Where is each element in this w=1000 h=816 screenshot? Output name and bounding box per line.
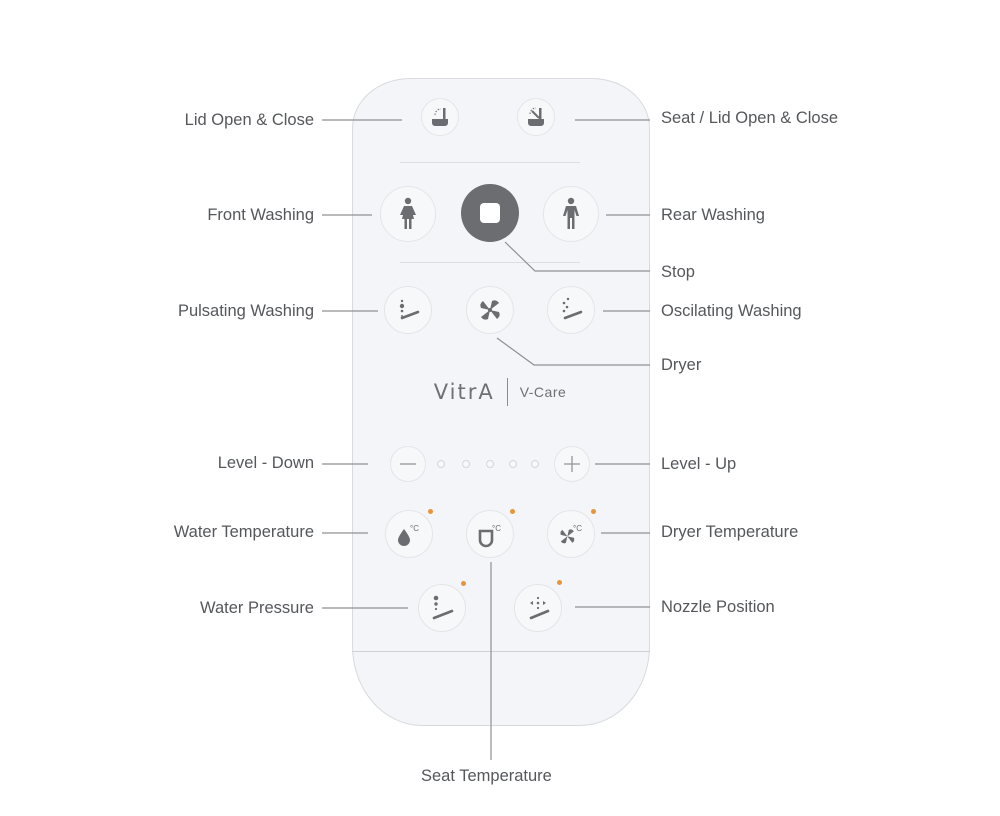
stop-button[interactable] — [461, 184, 519, 242]
callout-seat-temperature: Seat Temperature — [421, 767, 552, 785]
svg-text:°C: °C — [410, 524, 419, 533]
level-indicator-1 — [437, 460, 445, 468]
dryer-temperature-indicator-dot — [591, 509, 596, 514]
divider-top — [400, 162, 580, 163]
female-figure-icon — [400, 197, 416, 229]
nozzle-position-indicator-dot — [557, 580, 562, 585]
fan-icon — [480, 300, 500, 320]
level-down-button[interactable] — [390, 446, 426, 482]
callout-level-down: Level - Down — [217, 454, 314, 472]
model-name: V-Care — [519, 384, 567, 400]
pulsating-washing-button[interactable] — [384, 286, 432, 334]
callout-seat-lid-open-close: Seat / Lid Open & Close — [661, 109, 839, 127]
callout-dryer: Dryer — [661, 356, 702, 374]
callout-lid-open-close: Lid Open & Close — [184, 111, 314, 129]
brand-logo: VitrA — [433, 380, 495, 404]
oscillating-washing-button[interactable] — [547, 286, 595, 334]
callout-oscilating-washing: Oscilating Washing — [661, 302, 802, 320]
level-up-button[interactable] — [554, 446, 590, 482]
callout-dryer-temperature: Dryer Temperature — [661, 523, 799, 541]
plus-icon — [564, 456, 580, 472]
water-pressure-button[interactable] — [418, 584, 466, 632]
nozzle-position-icon — [529, 596, 550, 620]
level-indicator-4 — [509, 460, 517, 468]
minus-icon — [400, 463, 416, 465]
seat-temperature-button[interactable]: °C — [466, 510, 514, 558]
callout-level-up: Level - Up — [661, 455, 737, 473]
rear-washing-button[interactable] — [543, 186, 599, 242]
callout-pulsating-washing: Pulsating Washing — [177, 302, 314, 320]
level-indicator-5 — [531, 460, 539, 468]
pulsating-spray-icon — [399, 299, 420, 320]
callout-front-washing: Front Washing — [207, 206, 314, 224]
front-washing-button[interactable] — [380, 186, 436, 242]
svg-text:°C: °C — [492, 524, 501, 533]
oscillating-spray-icon — [562, 297, 583, 320]
water-pressure-indicator-dot — [461, 581, 466, 586]
fan-temperature-icon: °C — [560, 524, 582, 544]
lid-open-close-button[interactable] — [421, 98, 459, 136]
svg-text:°C: °C — [573, 524, 582, 533]
seat-temperature-indicator-dot — [510, 509, 515, 514]
lid-icon — [432, 108, 448, 126]
stop-icon — [480, 203, 500, 223]
water-pressure-icon — [432, 595, 454, 620]
callout-rear-washing: Rear Washing — [661, 206, 765, 224]
callout-stop: Stop — [661, 263, 695, 281]
seat-temperature-icon: °C — [478, 524, 501, 548]
water-drop-temperature-icon: °C — [398, 524, 419, 546]
nozzle-position-button[interactable] — [514, 584, 562, 632]
seat-lid-icon — [528, 107, 544, 126]
callout-water-pressure: Water Pressure — [199, 599, 314, 617]
water-temperature-button[interactable]: °C — [385, 510, 433, 558]
seat-lid-open-close-button[interactable] — [517, 98, 555, 136]
dryer-temperature-button[interactable]: °C — [547, 510, 595, 558]
brand-area: VitrA V-Care — [405, 374, 595, 410]
callout-water-temperature: Water Temperature — [173, 523, 314, 541]
callout-nozzle-position: Nozzle Position — [661, 598, 775, 616]
level-indicator-3 — [486, 460, 494, 468]
divider-middle — [400, 262, 580, 263]
dryer-button[interactable] — [466, 286, 514, 334]
water-temperature-indicator-dot — [428, 509, 433, 514]
brand-separator — [506, 378, 508, 406]
level-indicator-2 — [462, 460, 470, 468]
remote-bottom-seam — [352, 651, 650, 652]
male-figure-icon — [563, 197, 579, 229]
